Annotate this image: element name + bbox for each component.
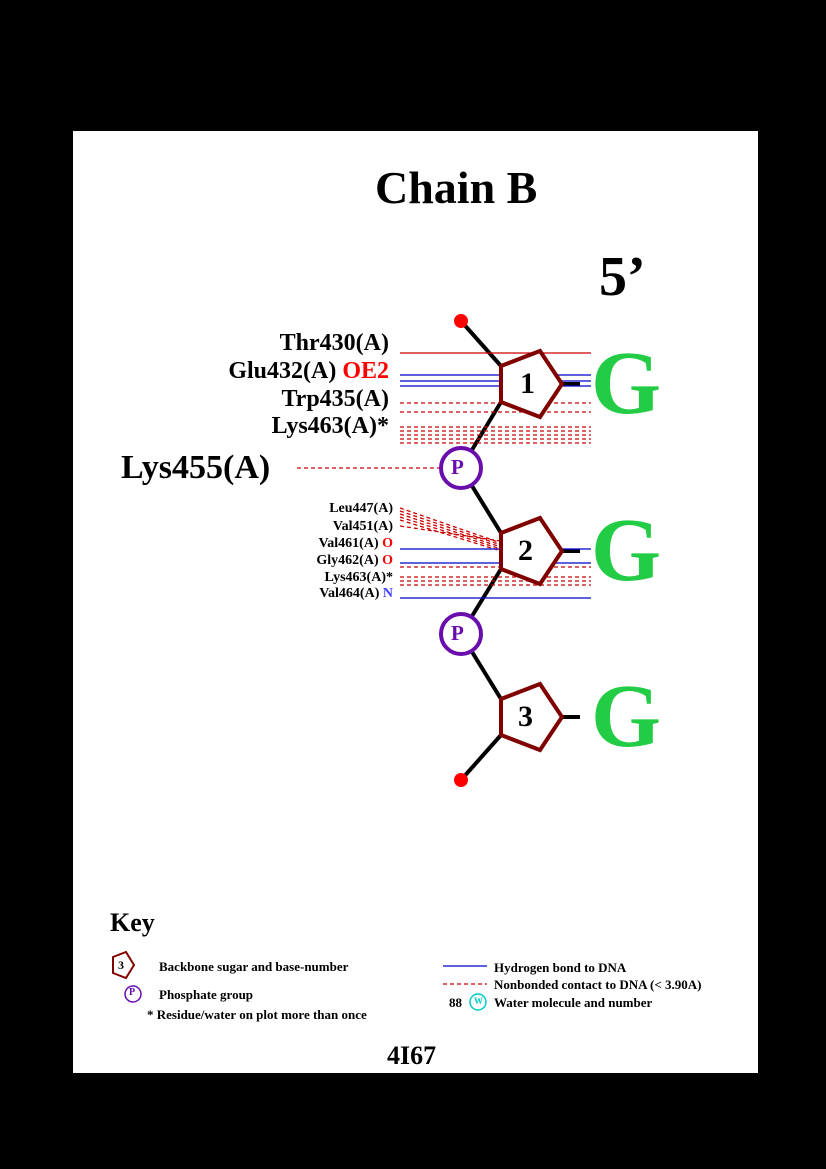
sugar-pentagon-2 [499,515,565,587]
contact-line-leu447-e [399,519,502,552]
nucleotide-number-2: 2 [518,534,533,567]
backbone-3prime-stub [459,733,503,782]
key-phosphate-letter: P [129,987,136,998]
residue-label-lys463b: Lys463(A)* [324,570,393,585]
contact-line-leu447-b [399,510,502,546]
key-water-circle [469,993,487,1011]
contact-line-val451 [399,525,502,542]
key-water-letter: W [474,996,483,1006]
backbone-5prime-stub [459,319,503,368]
residue-label-lys455: Lys455(A) [121,449,271,486]
phosphate-circle-1 [439,446,483,490]
key-sugar-text: Backbone sugar and base-number [159,959,349,974]
residue-label-leu447: Leu447(A) [329,501,393,516]
sugar-pentagon-1 [499,348,565,420]
residue-label-thr430: Thr430(A) [279,330,389,356]
chain-title: Chain B [375,162,538,213]
base-letter-3: G [591,667,662,766]
phosphate-label-1: P [451,455,464,479]
base-letter-2: G [591,501,662,600]
contact-line-leu447-a [399,507,502,544]
plot-page: Chain B 5’ 1 2 3 G G G P P Thr430(A) Glu… [73,131,758,1073]
residue-label-val461: Val461(A) O [318,536,393,551]
phosphate-circle-2 [439,612,483,656]
residue-label-trp435: Trp435(A) [281,386,389,412]
key-hbond-text: Hydrogen bond to DNA [494,960,627,975]
contacts-nucleotide-2 [399,507,591,599]
key-sugar-pentagon [112,950,136,980]
phosphate-label-2: P [451,621,464,645]
key-water-number: 88 [449,995,462,1010]
nucleotide-number-1: 1 [520,367,535,400]
residue-label-lys463: Lys463(A)* [271,413,389,439]
sugar-pentagon-3 [499,681,565,753]
key-nonbonded-text: Nonbonded contact to DNA (< 3.90A) [494,977,702,992]
pdb-code: 4I67 [387,1041,437,1070]
five-prime-label: 5’ [599,246,646,308]
terminal-dot-3prime [454,773,468,787]
key-sugar-number: 3 [118,958,124,972]
base-letter-1: G [591,334,662,433]
nucleotide-number-3: 3 [518,700,533,733]
contact-line-leu447-c [399,513,502,548]
key-water-text: Water molecule and number [494,995,653,1010]
key-phosphate-circle [124,985,142,1003]
residue-label-gly462: Gly462(A) O [316,553,393,568]
key-phosphate-text: Phosphate group [159,987,254,1002]
key-repeat-note: * Residue/water on plot more than once [147,1007,367,1022]
residue-label-val464: Val464(A) N [319,586,393,601]
residue-label-val451: Val451(A) [332,519,393,534]
key-title: Key [110,908,155,937]
residue-label-glu432: Glu432(A) OE2 [228,358,389,384]
terminal-dot-5prime [454,314,468,328]
nucleotide-interaction-diagram [112,314,591,1011]
